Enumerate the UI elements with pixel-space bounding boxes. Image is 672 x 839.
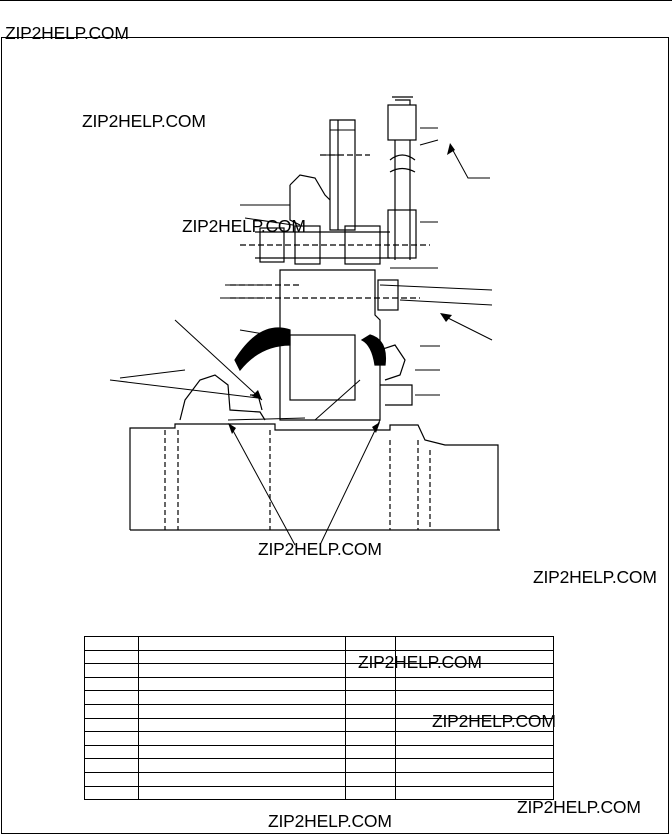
table-row <box>84 744 554 760</box>
table-cell <box>345 744 396 760</box>
table-cell <box>84 731 139 746</box>
table-cell <box>138 663 346 678</box>
table-cell <box>345 663 396 678</box>
table-row <box>84 676 554 692</box>
table-cell <box>138 731 346 746</box>
table-cell <box>395 649 554 665</box>
table-cell <box>84 690 139 705</box>
table-cell <box>345 703 396 719</box>
table-cell <box>395 690 554 705</box>
table-cell <box>138 785 346 801</box>
watermark: ZIP2HELP.COM <box>517 797 641 817</box>
arrowheads <box>228 143 455 434</box>
right-tube-break <box>389 154 416 173</box>
table-cell <box>138 690 346 705</box>
table-cell <box>138 649 346 665</box>
table-row <box>84 703 554 719</box>
table-cell <box>84 744 139 760</box>
table-cell <box>138 676 346 692</box>
right-elbow <box>387 209 417 259</box>
table-cell <box>395 744 554 760</box>
table-row <box>84 663 554 678</box>
table-cell <box>84 649 139 665</box>
table-row <box>84 758 554 773</box>
watermark: ZIP2HELP.COM <box>258 539 382 559</box>
watermark: ZIP2HELP.COM <box>82 111 206 131</box>
table-cell <box>395 771 554 787</box>
table-cell <box>84 663 139 678</box>
core <box>289 334 356 401</box>
table-cell <box>84 758 139 773</box>
table-row <box>84 731 554 746</box>
table-row <box>84 649 554 665</box>
table-cell <box>345 649 396 665</box>
right-fitting-cap <box>392 96 413 105</box>
table-cell <box>84 703 139 719</box>
body-dash <box>230 284 420 299</box>
table-cell <box>138 758 346 773</box>
right-flange <box>379 344 413 406</box>
parts-table <box>84 636 554 801</box>
table-row <box>84 690 554 705</box>
table-cell <box>138 703 346 719</box>
upper-body <box>289 174 331 226</box>
table-cell <box>138 771 346 787</box>
table-cell <box>395 676 554 692</box>
main-body <box>279 269 381 421</box>
table-cell <box>395 703 554 719</box>
watermark: ZIP2HELP.COM <box>182 216 306 236</box>
left-wedge <box>234 327 291 372</box>
watermark: ZIP2HELP.COM <box>268 811 392 831</box>
table-cell <box>395 785 554 801</box>
table-row <box>84 771 554 787</box>
table-cell <box>345 636 396 651</box>
right-tube <box>394 140 411 260</box>
table-cell <box>345 717 396 733</box>
watermark: ZIP2HELP.COM <box>5 23 129 43</box>
housing-inner-lines <box>164 430 431 530</box>
watermark: ZIP2HELP.COM <box>533 567 657 587</box>
table-cell <box>395 731 554 746</box>
table-cell <box>138 744 346 760</box>
right-wedge <box>360 334 387 366</box>
table-row <box>84 717 554 733</box>
table-cell <box>395 636 554 651</box>
right-fitting-top <box>387 104 417 141</box>
page-frame <box>1 37 669 834</box>
table-cell <box>345 731 396 746</box>
table-cell <box>345 758 396 773</box>
table-cell <box>84 636 139 651</box>
table-cell <box>345 676 396 692</box>
table-row <box>84 785 554 801</box>
right-bracket <box>377 279 399 311</box>
leader-lines <box>109 127 493 546</box>
parts-table-body <box>84 636 554 801</box>
top-rule <box>0 0 672 1</box>
table-cell <box>345 785 396 801</box>
table-cell <box>345 771 396 787</box>
table-cell <box>395 717 554 733</box>
housing-outline <box>129 423 499 530</box>
table-cell <box>84 771 139 787</box>
table-cell <box>84 785 139 801</box>
table-cell <box>345 690 396 705</box>
table-cell <box>138 636 346 651</box>
table-cell <box>84 676 139 692</box>
horizontal-pipe <box>255 231 390 259</box>
table-cell <box>395 663 554 678</box>
table-row <box>84 636 554 651</box>
lower-left-bracket <box>179 374 266 421</box>
upper-stem <box>329 119 356 231</box>
table-cell <box>84 717 139 733</box>
table-cell <box>395 758 554 773</box>
table-cell <box>138 717 346 733</box>
